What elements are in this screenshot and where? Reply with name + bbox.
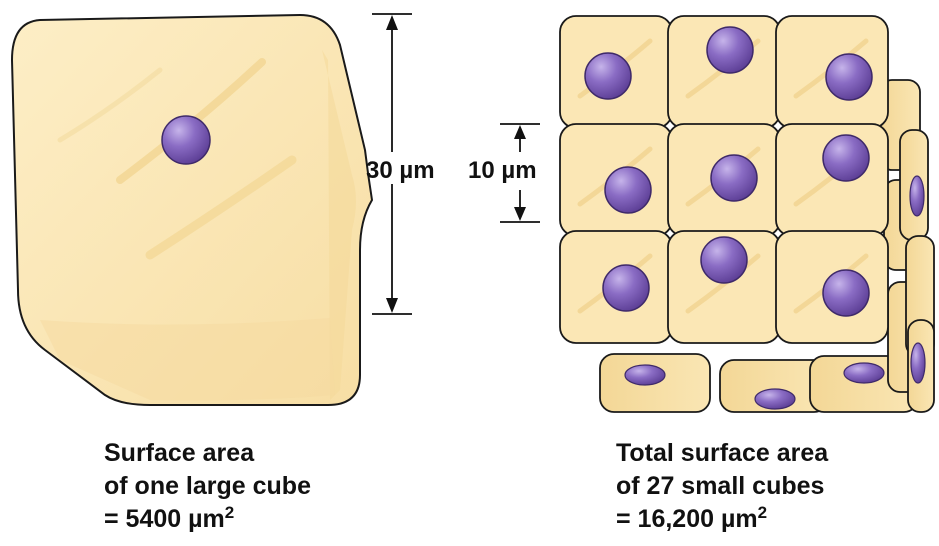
- small-cube-nucleus: [706, 26, 754, 74]
- small-cube-nucleus: [754, 388, 796, 410]
- small-cube-nucleus: [624, 364, 666, 386]
- small-cube-nucleus: [909, 175, 925, 217]
- large-cube-side-shade: [322, 50, 356, 400]
- small-cubes-caption: Total surface area of 27 small cubes = 1…: [616, 437, 828, 536]
- small-cube-nucleus: [602, 264, 650, 312]
- large-cube-caption-line1: Surface area: [104, 439, 255, 467]
- dimension-30um: [372, 13, 412, 315]
- large-cube-caption-line3: = 5400 µm2: [104, 503, 235, 533]
- dimension-10um-label: 10 µm: [468, 157, 537, 184]
- large-cube-bottom-shade: [40, 318, 335, 401]
- small-cubes-stack: [559, 15, 935, 413]
- small-cube-nucleus: [843, 362, 885, 384]
- small-cube-nucleus: [910, 342, 926, 384]
- large-cube-caption-line2: of one large cube: [104, 472, 311, 500]
- small-cube-nucleus: [604, 166, 652, 214]
- small-cube-nucleus: [584, 52, 632, 100]
- small-cube-nucleus: [822, 134, 870, 182]
- small-cube-nucleus: [700, 236, 748, 284]
- dimension-30um-label: 30 µm: [366, 157, 435, 184]
- small-cubes-caption-line1: Total surface area: [616, 439, 829, 467]
- large-cube-caption: Surface area of one large cube = 5400 µm…: [104, 437, 311, 536]
- small-cube-nucleus: [825, 53, 873, 101]
- small-cube-nucleus: [710, 154, 758, 202]
- small-cubes-caption-line2: of 27 small cubes: [616, 472, 825, 500]
- large-cube-nucleus: [161, 115, 211, 165]
- small-cubes-caption-line3: = 16,200 µm2: [616, 503, 768, 533]
- large-cube: [10, 13, 374, 406]
- small-cubes-caption-superscript: 2: [757, 503, 768, 522]
- dimension-10um: [500, 123, 540, 223]
- small-cube-nucleus: [822, 269, 870, 317]
- large-cube-caption-superscript: 2: [224, 503, 235, 522]
